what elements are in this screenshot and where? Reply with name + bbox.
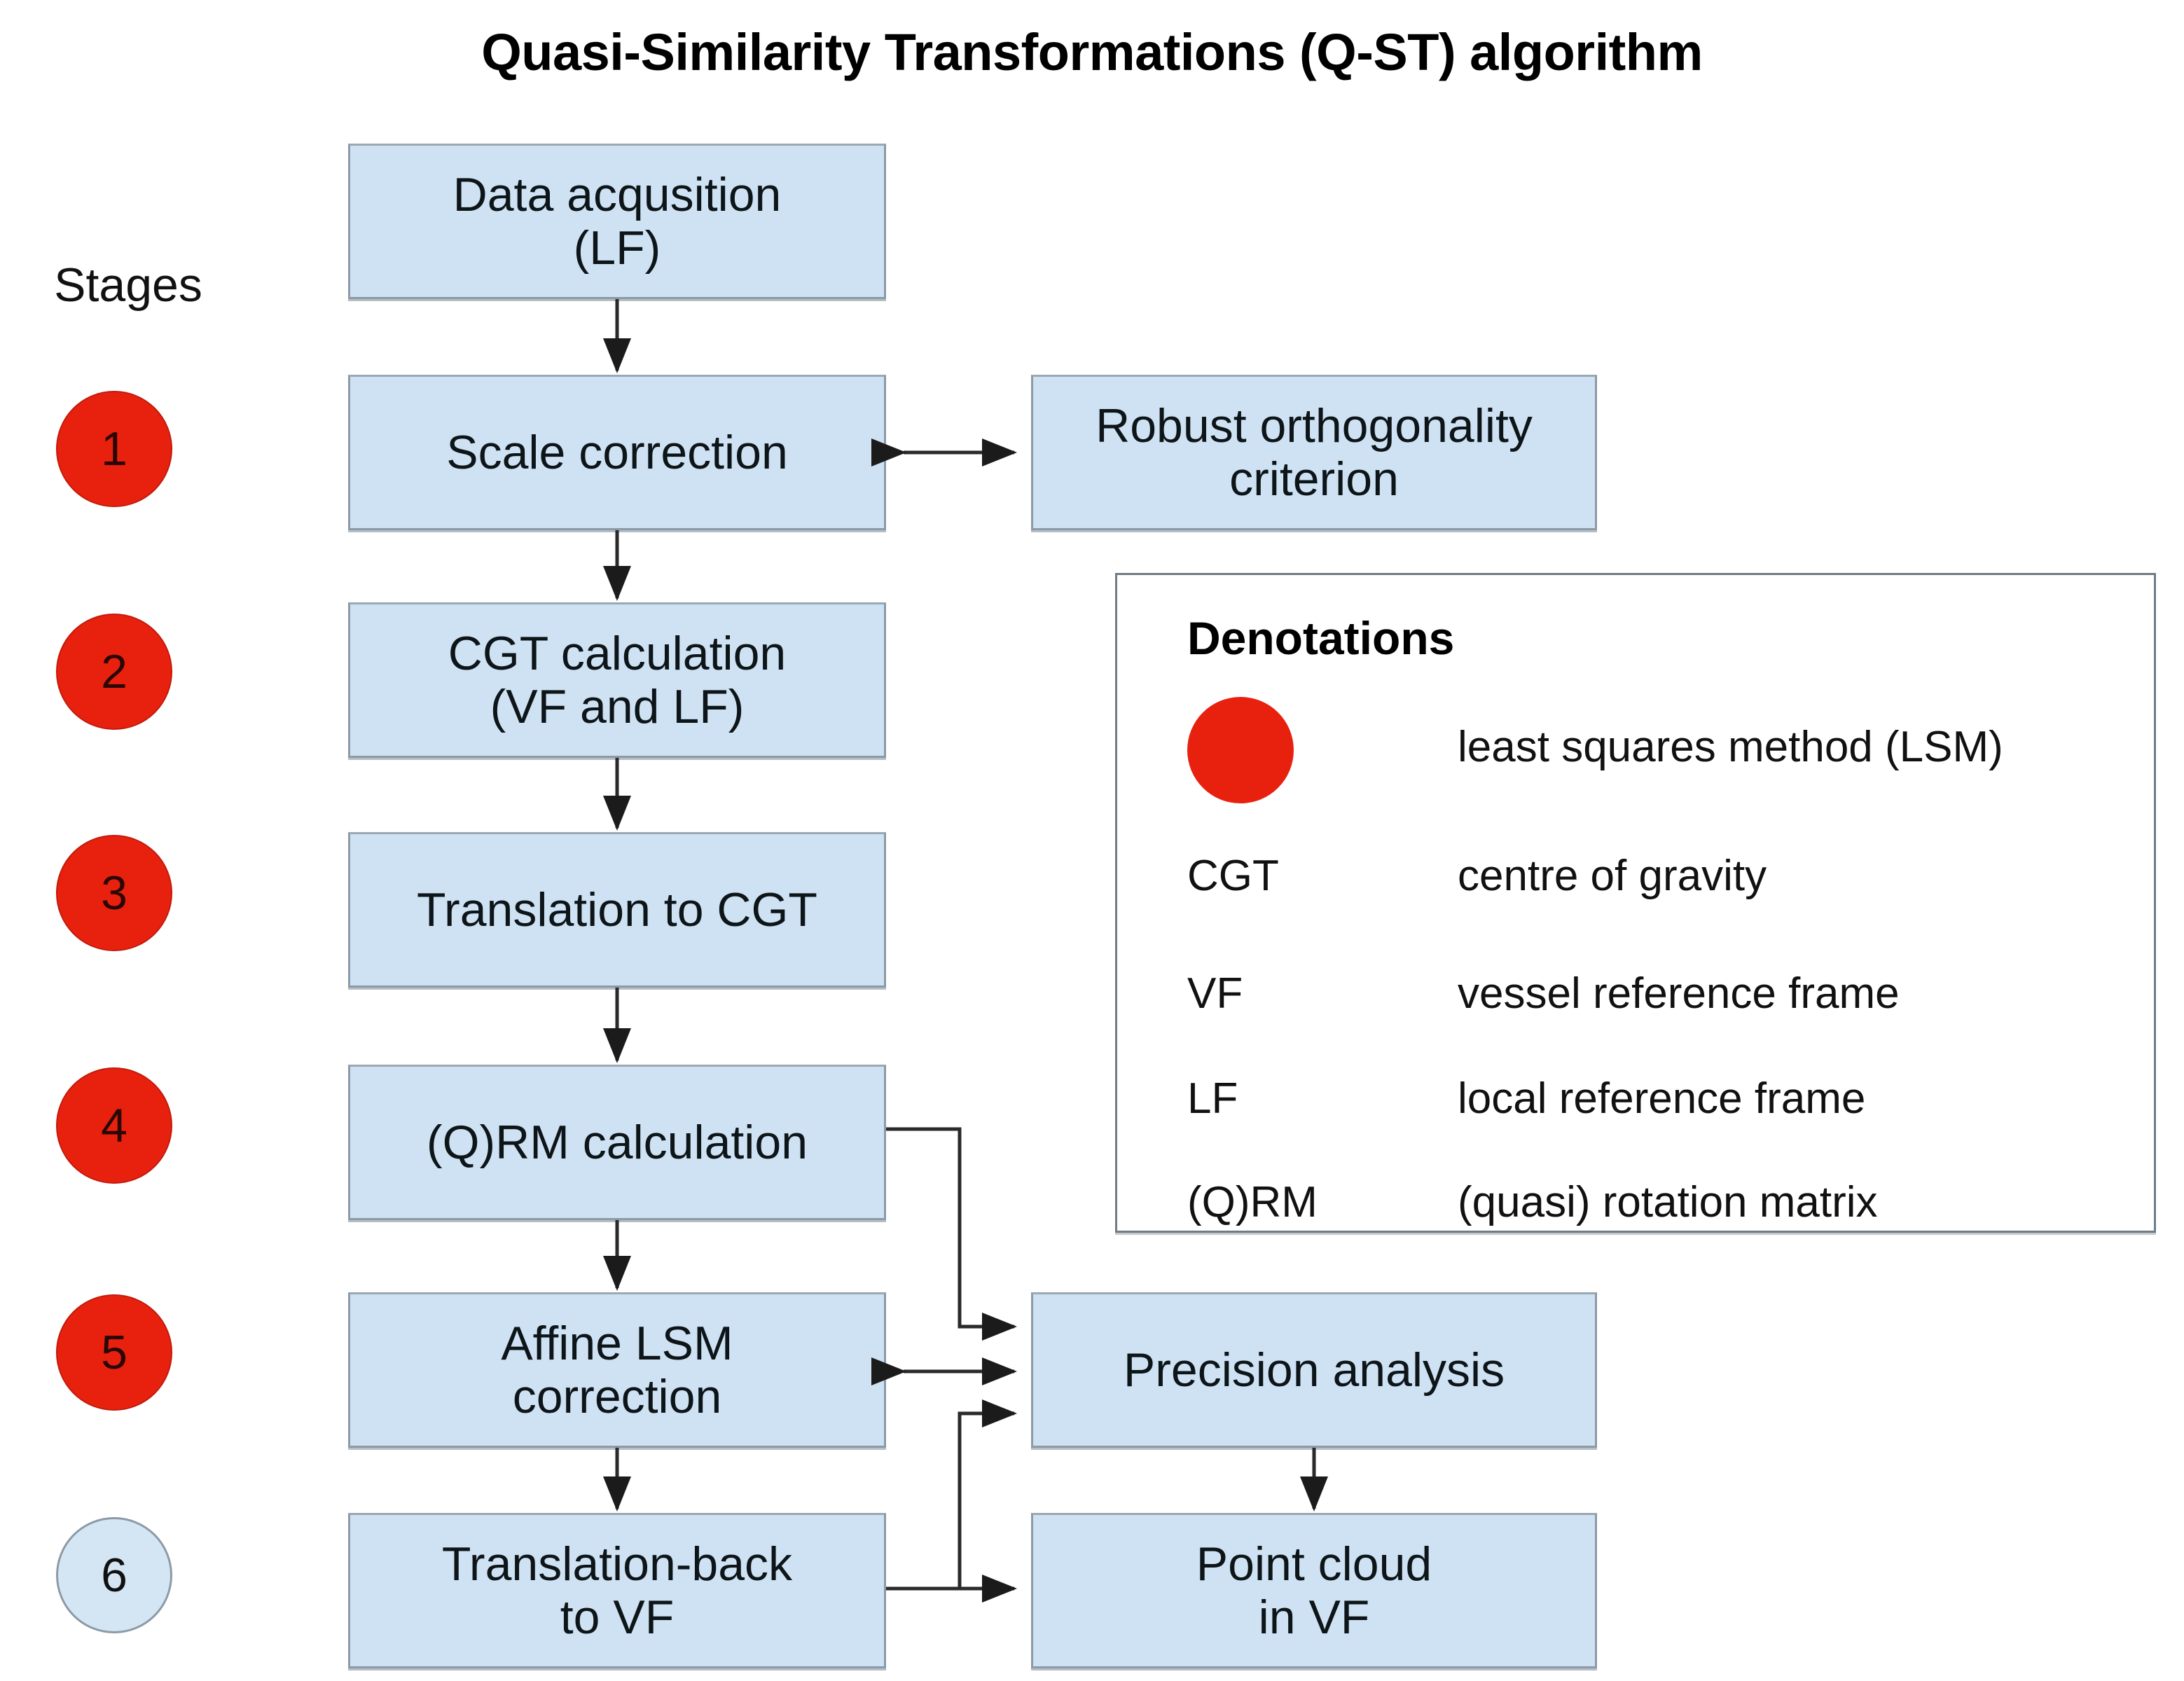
connector-qrm-to-precision [886,1127,1018,1341]
node-qrm-calculation[interactable]: (Q)RM calculation [348,1065,886,1220]
page-title: Quasi-Similarity Transformations (Q-ST) … [481,23,1703,81]
node-translation-to-cgt[interactable]: Translation to CGT [348,832,886,988]
denotation-key-qrm: (Q)RM [1187,1178,1318,1226]
denotation-key-cgt: CGT [1187,852,1279,900]
stage-badge-5-label: 5 [101,1326,127,1379]
stage-badge-5: 5 [56,1294,172,1411]
stage-badge-3-label: 3 [101,866,127,920]
denotations-panel: Denotations least squares method (LSM) C… [1115,573,2156,1233]
denotations-title: Denotations [1187,612,1455,664]
stage-badge-2: 2 [56,614,172,730]
denotation-row-lf: LF local reference frame [1117,1064,2154,1134]
denotation-key-lf: LF [1187,1074,1238,1123]
stage-badge-2-label: 2 [101,645,127,698]
denotation-value-qrm: (quasi) rotation matrix [1458,1178,1878,1226]
node-translation-back-to-vf[interactable]: Translation-back to VF [348,1513,886,1668]
red-circle-icon [1187,697,1294,803]
stages-label: Stages [54,258,202,312]
stage-badge-6: 6 [56,1517,172,1633]
denotation-value-cgt: centre of gravity [1458,852,1767,900]
stage-badge-4: 4 [56,1067,172,1184]
denotation-value-lf: local reference frame [1458,1074,1866,1123]
denotation-row-lsm: least squares method (LSM) [1117,697,2154,803]
node-point-cloud-in-vf[interactable]: Point cloud in VF [1031,1513,1597,1668]
node-cgt-calculation[interactable]: CGT calculation (VF and LF) [348,602,886,758]
denotation-row-cgt: CGT centre of gravity [1117,841,2154,911]
node-affine-lsm-correction[interactable]: Affine LSM correction [348,1292,886,1448]
stage-badge-4-label: 4 [101,1099,127,1152]
connector-translation-back-to-precision [958,1399,1018,1589]
node-data-acquisition[interactable]: Data acqusition (LF) [348,144,886,299]
denotation-value-vf: vessel reference frame [1458,969,1900,1018]
denotation-key-vf: VF [1187,969,1243,1018]
stage-badge-3: 3 [56,835,172,951]
denotation-row-vf: VF vessel reference frame [1117,959,2154,1029]
node-robust-orthogonality-criterion[interactable]: Robust orthogonality criterion [1031,375,1597,530]
node-scale-correction[interactable]: Scale correction [348,375,886,530]
denotation-value-lsm: least squares method (LSM) [1458,723,2003,771]
denotation-row-qrm: (Q)RM (quasi) rotation matrix [1117,1168,2154,1238]
stage-badge-1: 1 [56,391,172,507]
stage-badge-6-label: 6 [101,1549,127,1602]
node-precision-analysis[interactable]: Precision analysis [1031,1292,1597,1448]
stage-badge-1-label: 1 [101,422,127,476]
